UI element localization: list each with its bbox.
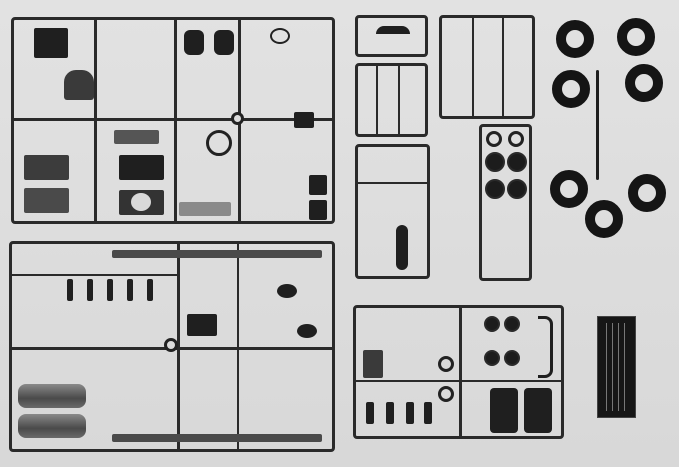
- tire-part: [625, 64, 663, 102]
- shock-absorber-part: [67, 279, 73, 301]
- bearing-ring-part: [438, 356, 454, 372]
- sprue-wheel-hubs: [479, 124, 532, 281]
- battery-box-part: [363, 350, 383, 378]
- differential-part: [277, 284, 297, 298]
- shock-absorber-part: [87, 279, 93, 301]
- hub-ring-part: [508, 131, 524, 147]
- brake-part: [504, 350, 520, 366]
- air-tank-part: [18, 414, 86, 438]
- air-cleaner-part: [309, 200, 327, 220]
- seat-part: [294, 112, 314, 128]
- air-tank-part: [18, 384, 86, 408]
- sprue-top-left: [11, 17, 335, 224]
- sprue-rail: [237, 244, 239, 449]
- sprue-side-panels: [439, 15, 535, 119]
- brake-part: [484, 316, 500, 332]
- chassis-frame-rail-part: [112, 434, 322, 442]
- sprue-rail: [356, 380, 561, 382]
- sprue-rail: [358, 182, 427, 184]
- sprue-rail: [12, 274, 177, 276]
- differential-part: [297, 324, 317, 338]
- brake-drum-part: [490, 388, 518, 433]
- muffler-part: [424, 402, 432, 424]
- tire-part: [617, 18, 655, 56]
- tire-part: [556, 20, 594, 58]
- muffler-part: [406, 402, 414, 424]
- sprue-rail: [502, 18, 504, 116]
- valve-cover-part: [396, 225, 408, 270]
- air-cleaner-part: [309, 175, 327, 195]
- radiator-shroud-part: [119, 190, 164, 215]
- brake-drum-part: [524, 388, 552, 433]
- sprue-seat-engine: [355, 144, 430, 279]
- brake-part: [484, 350, 500, 366]
- sprue-cab-panel: [355, 15, 428, 57]
- sprue-gate-ring: [164, 338, 178, 352]
- shock-absorber-part: [147, 279, 153, 301]
- intercooler-part: [179, 202, 231, 216]
- engine-block-part: [24, 155, 69, 180]
- sprue-rail: [14, 118, 332, 121]
- sprue-cab-frame: [355, 63, 428, 137]
- shock-absorber-part: [127, 279, 133, 301]
- sprue-rail: [376, 66, 378, 134]
- tire-part: [628, 174, 666, 212]
- wheel-hub-part: [507, 152, 527, 172]
- muffler-part: [366, 402, 374, 424]
- decal-sheet: [597, 316, 636, 418]
- tire-part: [585, 200, 623, 238]
- sprue-rail: [459, 308, 462, 436]
- hub-ring-part: [486, 131, 502, 147]
- sprue-gate-ring: [231, 112, 244, 125]
- muffler-part: [386, 402, 394, 424]
- wheel-hub-part: [485, 152, 505, 172]
- tire-runner: [596, 70, 599, 180]
- bearing-ring-part: [438, 386, 454, 402]
- sprue-bottom-center: [353, 305, 564, 439]
- wheel-rim-part: [507, 179, 527, 199]
- chassis-frame-rail-part: [112, 250, 322, 258]
- battery-box-part: [46, 28, 68, 58]
- wheel-rim-part: [485, 179, 505, 199]
- seat-part: [64, 70, 94, 100]
- brake-part: [504, 316, 520, 332]
- cooling-fan-part: [206, 130, 232, 156]
- tire-part: [552, 70, 590, 108]
- radiator-part: [119, 155, 164, 180]
- bumper-part: [376, 26, 410, 34]
- fifth-wheel-part: [187, 314, 217, 336]
- tank-part: [214, 30, 234, 55]
- sprue-rail: [472, 18, 474, 116]
- tire-part: [550, 170, 588, 208]
- tank-part: [184, 30, 204, 55]
- mirror-bracket-part: [538, 316, 553, 378]
- sprue-rail: [398, 66, 400, 134]
- sprue-rail: [177, 244, 180, 449]
- steering-wheel-part: [270, 28, 290, 44]
- cylinder-head-part: [114, 130, 159, 144]
- engine-block-part: [24, 188, 69, 213]
- shock-absorber-part: [107, 279, 113, 301]
